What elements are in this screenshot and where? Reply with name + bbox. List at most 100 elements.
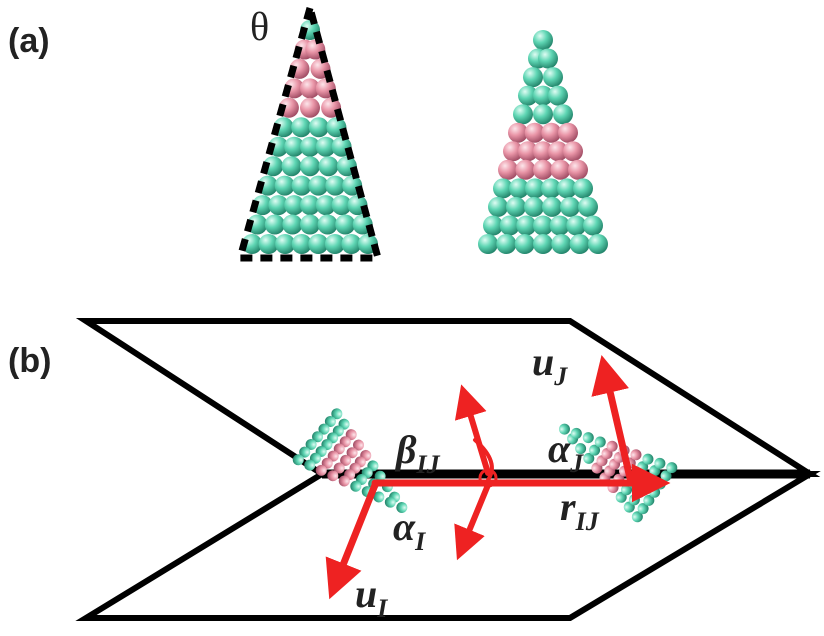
bead-green <box>615 491 627 503</box>
bead-pink <box>333 443 345 455</box>
alpha-J-sub: J <box>569 449 584 478</box>
u-I-main: u <box>355 571 377 616</box>
bead-green <box>533 104 553 125</box>
bead-green <box>331 195 352 216</box>
bead-green <box>291 234 312 254</box>
bead-green <box>488 196 508 217</box>
bead-green <box>566 215 587 236</box>
bead-green <box>551 234 572 254</box>
bead-green <box>299 446 311 458</box>
bead-green <box>558 423 570 435</box>
bead-green <box>548 85 568 106</box>
bead-green <box>588 234 608 254</box>
cone-right <box>478 30 608 254</box>
bead-green <box>291 117 312 138</box>
bead-pink <box>630 449 642 461</box>
bead-green <box>543 67 563 88</box>
bead-green <box>589 444 601 456</box>
bead-green <box>549 215 570 236</box>
bead-green <box>308 175 329 196</box>
bead-green <box>523 67 543 88</box>
bead-green <box>247 214 268 235</box>
bead-green <box>496 234 517 254</box>
bead-green <box>478 234 498 254</box>
bead-pink <box>524 122 545 143</box>
bead-green <box>373 491 385 503</box>
bead-green <box>300 136 320 157</box>
bead-pink <box>333 462 345 474</box>
bead-green <box>308 117 329 138</box>
bead-pink <box>568 159 588 180</box>
bead-green <box>268 136 289 157</box>
bead-pink <box>498 159 518 180</box>
bead-green <box>483 215 503 236</box>
alpha-I-sub: I <box>414 527 426 556</box>
bead-green <box>533 234 553 254</box>
bead-green <box>282 214 303 235</box>
upper-plane <box>75 318 821 477</box>
panel-label-b: (b) <box>8 342 51 380</box>
bead-green <box>509 178 529 199</box>
bead-pink <box>548 141 568 162</box>
bead-pink <box>503 141 523 162</box>
bead-green <box>315 136 336 157</box>
bead-green <box>538 48 558 69</box>
bead-green <box>304 459 316 471</box>
alpha-I-label: αI <box>393 504 426 556</box>
bead-pink <box>515 159 536 180</box>
u-J-arrow <box>591 354 634 482</box>
bead-green <box>315 195 336 216</box>
bead-green <box>312 431 324 443</box>
bead-green <box>594 436 606 448</box>
bead-pink <box>606 440 618 452</box>
bead-pink <box>300 97 320 118</box>
bead-green <box>516 215 537 236</box>
beta-IJ-label: βIJ <box>394 427 441 479</box>
bead-green <box>252 195 273 216</box>
bead-pink <box>558 122 578 143</box>
bead-green <box>642 453 654 465</box>
bead-green <box>621 484 633 496</box>
bead-pink <box>315 464 327 476</box>
bead-pink <box>533 159 553 180</box>
bead-green <box>542 196 562 217</box>
bead-green <box>258 234 279 254</box>
bead-green <box>396 501 408 513</box>
center-point <box>478 468 498 488</box>
theta-label: θ <box>250 4 269 49</box>
beta-IJ-sub: IJ <box>416 450 441 479</box>
bead-green <box>560 196 580 217</box>
u-I-label: uI <box>355 571 388 623</box>
bead-green <box>631 511 643 523</box>
bead-pink <box>541 122 562 143</box>
bead-green <box>575 443 587 455</box>
bead-green <box>275 234 296 254</box>
bead-green <box>284 195 305 216</box>
bead-green <box>533 30 553 50</box>
bead-green <box>291 175 312 196</box>
vector-arrows <box>325 354 671 600</box>
bead-green <box>341 234 362 254</box>
bead-green <box>318 423 330 435</box>
bead-green <box>264 214 285 235</box>
bead-pink <box>346 447 358 459</box>
bead-green <box>292 454 304 466</box>
bead-green <box>384 496 396 508</box>
bead-green <box>506 196 526 217</box>
u-I-sub: I <box>376 594 388 623</box>
bead-pink <box>533 141 553 162</box>
bead-green <box>274 175 295 196</box>
bead-green <box>242 234 262 254</box>
panel-label-a: (a) <box>8 22 50 60</box>
bead-green <box>570 427 582 439</box>
bead-green <box>305 438 317 450</box>
u-I-arrow <box>325 481 379 600</box>
bead-pink <box>563 141 583 162</box>
bead-pink <box>518 141 538 162</box>
bead-green <box>325 175 346 196</box>
alpha-J-label: αJ <box>548 426 584 478</box>
bead-green <box>317 214 338 235</box>
bead-green <box>557 178 577 199</box>
bead-green <box>263 156 284 177</box>
